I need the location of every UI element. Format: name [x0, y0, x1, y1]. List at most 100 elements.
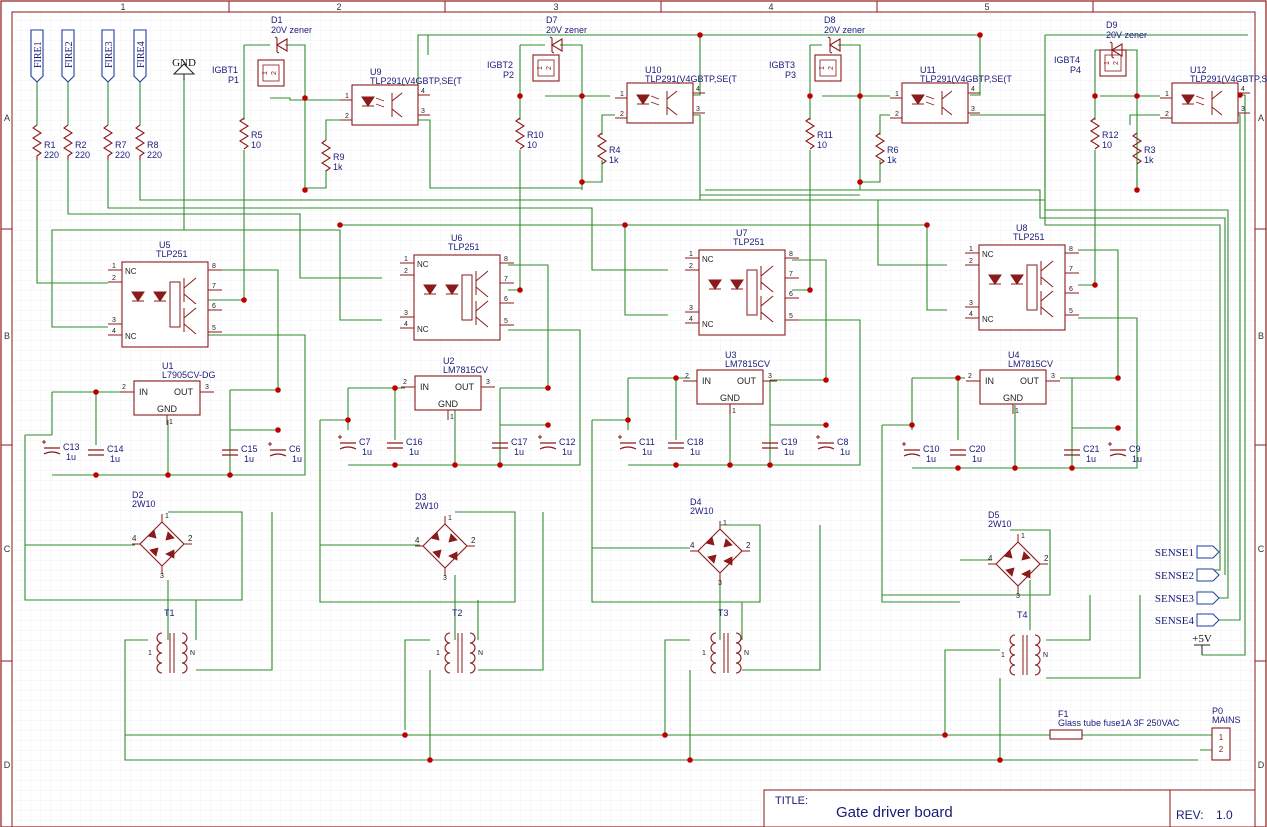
- sense-port-4: SENSE4: [1155, 613, 1220, 627]
- regulator-out-label: OUT: [174, 387, 194, 397]
- driver-opto-pin-5: 5: [789, 313, 793, 320]
- capacitor-ref: C8: [837, 437, 849, 447]
- fire-port-1: FIRE1: [30, 29, 44, 83]
- sense-opto-value: TLP291(V4GBTP,SE(T: [920, 74, 1012, 84]
- sense-port-2-label: SENSE2: [1155, 570, 1194, 582]
- sense-opto-pin-4: 4: [1241, 86, 1245, 93]
- bridge-value: 2W10: [132, 499, 156, 509]
- bridge-pin-1: 1: [448, 515, 452, 522]
- gate-resistor-ref: R11: [817, 130, 833, 140]
- igbt-pin-2: 2: [1113, 61, 1120, 65]
- igbt-ref: IGBT4: [1054, 55, 1080, 65]
- sense-ports: SENSE1 SENSE2 SENSE3 SENSE4 +5V: [1155, 545, 1220, 655]
- sense-opto-pin-2: 2: [1165, 111, 1169, 118]
- mains-value: MAINS: [1212, 715, 1241, 725]
- driver-opto-pin-8: 8: [789, 251, 793, 258]
- bridge-pin-2: 2: [746, 541, 751, 550]
- regulator-ref: U1: [162, 361, 174, 371]
- bias-resistor-ref: R3: [1144, 145, 1156, 155]
- driver-opto-pin-3: 3: [112, 317, 116, 324]
- transformer-secondary-label: N: [1043, 652, 1048, 659]
- zener-ref: D8: [824, 15, 836, 25]
- igbt-pin-1: 1: [537, 66, 544, 70]
- regulator-gnd-label: GND: [438, 399, 459, 409]
- driver-opto-ref: U7: [736, 228, 748, 238]
- top-resistors: R1 220 R2 220 R7 220 R8 220: [31, 124, 162, 160]
- regulator-pin-in: 2: [968, 373, 972, 380]
- r7-value: 220: [115, 150, 130, 160]
- regulator-in-label: IN: [420, 382, 429, 392]
- driver-opto-pin-4: 4: [689, 316, 693, 323]
- driver-opto-pin-3: 3: [404, 310, 408, 317]
- regulator-ref: U4: [1008, 350, 1020, 360]
- sense-opto-ref: U12: [1190, 65, 1207, 75]
- mains-connector-p0: 1 2 P0 MAINS: [1211, 706, 1241, 761]
- sense-opto-pin-1: 1: [895, 91, 899, 98]
- title-block: TITLE: Gate driver board REV: 1.0: [763, 789, 1256, 827]
- resistor-r2: R2 220: [62, 124, 90, 160]
- regulator-in-label: IN: [139, 387, 148, 397]
- title-block-rev-label: REV:: [1176, 808, 1204, 822]
- resistor-zigzag: [514, 117, 526, 150]
- driver-opto-pin-5: 5: [504, 318, 508, 325]
- transformer-secondary-label: N: [744, 650, 749, 657]
- zener-value: 20V zener: [824, 25, 865, 35]
- regulator-pin-gnd: 1: [1015, 408, 1019, 415]
- bridge-value: 2W10: [415, 501, 439, 511]
- capacitor-value: 1u: [292, 454, 302, 464]
- capacitor-ref: C11: [639, 437, 655, 447]
- frame-col-1: 1: [120, 2, 125, 12]
- fuse-f1: F1 Glass tube fuse1A 3F 250VAC: [1049, 709, 1180, 740]
- driver-opto-nc-1: NC: [125, 267, 137, 276]
- transformer-ref: T1: [164, 608, 175, 618]
- capacitor-ref: C9: [1129, 444, 1141, 454]
- driver-opto-pin-1: 1: [969, 246, 973, 253]
- capacitor-ref: C16: [406, 437, 423, 447]
- bridge-value: 2W10: [988, 519, 1012, 529]
- zener-ref: D1: [271, 15, 283, 25]
- igbt-part: P4: [1070, 65, 1081, 75]
- regulator-pin-out: 3: [486, 379, 490, 386]
- gate-resistor-value: 10: [251, 140, 261, 150]
- capacitor-ref: C20: [969, 444, 986, 454]
- capacitor-ref: C13: [63, 442, 80, 452]
- bridge-ref: D2: [132, 490, 144, 500]
- driver-opto-pin-4: 4: [404, 321, 408, 328]
- capacitor-value: 1u: [1132, 454, 1142, 464]
- resistor-zigzag: [596, 132, 608, 165]
- driver-opto-pin-1: 1: [689, 251, 693, 258]
- driver-opto-value: TLP251: [156, 249, 188, 259]
- driver-opto-pin-2: 2: [112, 275, 116, 282]
- driver-opto-pin-5: 5: [1069, 308, 1073, 315]
- resistor-zigzag: [804, 117, 816, 150]
- resistor-zigzag: [874, 132, 886, 165]
- bridge-pin-1: 1: [165, 513, 169, 520]
- fire-port-1-label: FIRE1: [33, 41, 44, 68]
- bridge-pin-3: 3: [160, 573, 164, 580]
- igbt-pin-2: 2: [546, 66, 553, 70]
- driver-opto-nc-1: NC: [982, 250, 994, 259]
- igbt-part: P2: [503, 70, 514, 80]
- driver-opto-ref: U8: [1016, 223, 1028, 233]
- regulator-pin-gnd: 1: [169, 419, 173, 426]
- capacitor-ref: C12: [559, 437, 576, 447]
- resistor-zigzag: [1089, 117, 1101, 150]
- bridge-pin-4: 4: [132, 534, 137, 543]
- regulator-value: L7905CV-DG: [162, 370, 216, 380]
- r8-value: 220: [147, 150, 162, 160]
- sense-opto-pin-1: 1: [620, 91, 624, 98]
- regulator-pin-in: 2: [685, 373, 689, 380]
- regulator-in-label: IN: [985, 376, 994, 386]
- driver-opto-nc-2: NC: [982, 315, 994, 324]
- transformer-secondary-label: N: [190, 650, 195, 657]
- capacitor-value: 1u: [972, 454, 982, 464]
